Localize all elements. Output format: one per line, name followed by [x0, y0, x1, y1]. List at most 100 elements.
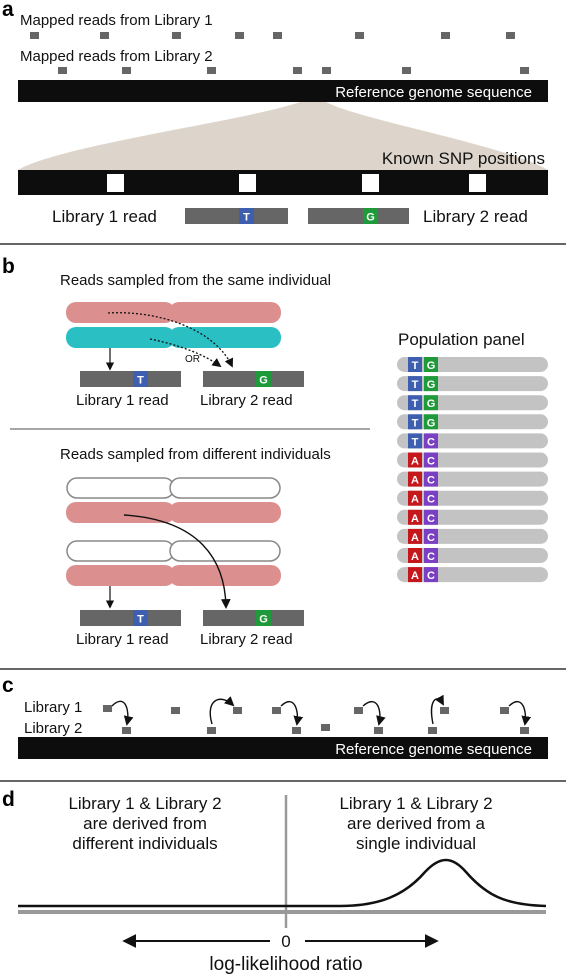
zero-label: 0 [281, 932, 290, 951]
same-dotted-arrow-1 [107, 312, 233, 368]
zoomed-reference-bar [18, 170, 548, 195]
snp-positions [107, 174, 486, 192]
haplotype-allele-box [424, 395, 438, 411]
haplotype-allele: T [412, 436, 419, 448]
same-library1-read-bar [80, 371, 181, 387]
haplotype-allele-box [424, 528, 438, 544]
haplotype-allele: C [427, 494, 435, 506]
right-text-line-2: are derived from a [347, 814, 485, 833]
panel-c: c Library 1 Library 2 [0, 674, 566, 782]
haplotype-allele: C [427, 475, 435, 487]
haplotype-allele: A [411, 456, 419, 468]
haplotype-allele: A [411, 475, 419, 487]
panel-c-library2-label: Library 2 [24, 720, 82, 737]
haplotype-allele-box [408, 548, 422, 563]
same-individual-title: Reads sampled from the same individual [60, 272, 331, 289]
same-library2-base-box [256, 371, 271, 387]
diff-library2-read-label: Library 2 read [200, 631, 293, 648]
haplotype-allele-box [424, 357, 438, 372]
haplotype-allele-box [424, 433, 438, 449]
same-library2-read-label: Library 2 read [200, 392, 293, 409]
population-panel-title: Population panel [398, 330, 525, 349]
library2-read-base-box [363, 208, 378, 224]
haplotype-allele-box [408, 357, 422, 372]
haplotype-allele: C [427, 513, 435, 525]
panel-a: a Mapped reads from Library 1 Mapped rea… [0, 0, 566, 245]
haplotype-allele-box [408, 414, 422, 430]
haplotype-allele: G [427, 417, 436, 429]
panel-letter-c: c [2, 674, 14, 697]
haplotype-allele: A [411, 532, 419, 544]
panel-letter-a: a [2, 0, 14, 21]
haplotype-allele-box [408, 376, 422, 392]
panel-letter-d: d [2, 788, 15, 811]
haplotype-allele-box [408, 433, 422, 449]
haplotype-allele: A [411, 570, 419, 582]
library1-mapped-reads [30, 32, 515, 39]
haplotype-allele-box [424, 471, 438, 487]
diff-chromosome-white-2 [66, 540, 281, 562]
haplotype-allele-box [408, 395, 422, 411]
same-library1-base: T [137, 375, 144, 387]
diff-library2-read-bar [203, 610, 304, 626]
panel-c-reference-label: Reference genome sequence [335, 741, 532, 758]
haplotype-allele-box [424, 548, 438, 563]
library2-mapped-reads [58, 67, 529, 74]
haplotype-allele: C [427, 436, 435, 448]
same-library1-base-box [133, 371, 148, 387]
diff-library1-base-box [133, 610, 148, 626]
haplotype-allele: T [412, 417, 419, 429]
same-library1-read-label: Library 1 read [76, 392, 169, 409]
reference-genome-bar [18, 80, 548, 102]
same-dotted-arrow-2 [149, 338, 222, 368]
diff-library1-read-bar [80, 610, 181, 626]
haplotype-allele-box [424, 490, 438, 506]
haplotype-allele: A [411, 551, 419, 563]
library2-read-label: Library 2 read [423, 207, 528, 226]
reference-genome-label: Reference genome sequence [335, 84, 532, 101]
library1-mapped-reads-label: Mapped reads from Library 1 [20, 12, 213, 29]
different-individuals-title: Reads sampled from different individuals [60, 446, 331, 463]
haplotype-allele-box [424, 567, 438, 583]
left-hypothesis-text: Library 1 & Library 2 are derived from d… [68, 794, 221, 853]
or-label: OR [185, 354, 200, 365]
diff-library2-arrow [123, 514, 231, 609]
panel-d: d Library 1 & Library 2 are derived from… [2, 788, 547, 975]
right-text-line-1: Library 1 & Library 2 [339, 794, 492, 813]
diff-chromosome-white-1 [66, 477, 281, 499]
diff-library2-base-box [256, 610, 271, 626]
axis-label: log-likelihood ratio [209, 954, 362, 975]
haplotype-allele: C [427, 532, 435, 544]
haplotype-allele-box [424, 509, 438, 525]
haplotype-allele: A [411, 494, 419, 506]
haplotype-allele: T [412, 360, 419, 372]
left-text-line-3: different individuals [72, 834, 217, 853]
left-text-line-1: Library 1 & Library 2 [68, 794, 221, 813]
diff-library1-base: T [137, 614, 144, 626]
library1-read-base-box [239, 208, 254, 224]
haplotype-allele: T [412, 398, 419, 410]
haplotype-allele-box [424, 452, 438, 468]
same-individual-chromosome-pink [66, 302, 281, 323]
haplotype-allele: T [412, 379, 419, 391]
panel-c-pairing-arrows [111, 694, 532, 726]
panel-b: b Reads sampled from the same individual… [0, 255, 566, 670]
haplotype-allele: C [427, 570, 435, 582]
haplotype-allele: G [427, 379, 436, 391]
haplotype-allele-box [408, 509, 422, 525]
panel-c-reference-bar [18, 737, 548, 759]
haplotype-allele-box [408, 528, 422, 544]
library1-read-bar [185, 208, 288, 224]
panel-c-library1-reads [103, 705, 509, 714]
diff-chromosome-pink-2 [66, 565, 281, 586]
panel-c-library1-label: Library 1 [24, 699, 82, 716]
